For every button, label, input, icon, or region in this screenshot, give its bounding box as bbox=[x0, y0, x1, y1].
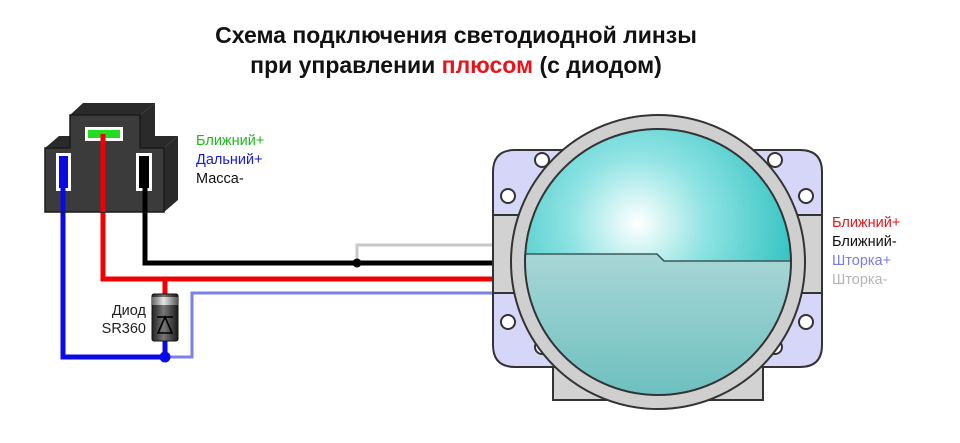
lens-label-low-beam-plus: Ближний+ bbox=[832, 215, 901, 231]
headlight-connector bbox=[44, 103, 178, 213]
diode-label-line2: SR360 bbox=[101, 321, 146, 337]
led-lens-module bbox=[492, 114, 823, 410]
connector-label-ground: Масса- bbox=[196, 171, 244, 187]
title-highlight: плюсом bbox=[441, 52, 534, 78]
lightblue-wire bbox=[165, 291, 495, 359]
cutoff-line-shadow bbox=[525, 254, 791, 395]
diagram-title-line2: при управлении плюсом (с диодом) bbox=[0, 50, 912, 80]
diode-label-line1: Диод bbox=[111, 303, 146, 319]
lens-label-shutter-minus: Шторка- bbox=[832, 272, 888, 288]
title-suffix: (с диодом) bbox=[533, 52, 662, 78]
junction-dot-blue bbox=[159, 351, 171, 363]
diode-label: Диод SR360 bbox=[86, 302, 146, 338]
diode-symbol-icon bbox=[156, 315, 174, 334]
lens-glass bbox=[524, 128, 792, 396]
title-prefix: при управлении bbox=[250, 52, 442, 78]
black-wire bbox=[142, 185, 495, 266]
lens-label-shutter-plus: Шторка+ bbox=[832, 253, 892, 269]
junction-dot-black bbox=[352, 258, 362, 268]
connector-label-low-beam-plus: Ближний+ bbox=[196, 133, 265, 149]
blue-wire bbox=[60, 185, 168, 360]
gray-wire bbox=[355, 243, 495, 263]
lens-label-low-beam-minus: Ближний- bbox=[832, 234, 897, 250]
connector-label-high-beam-plus: Дальний+ bbox=[196, 152, 263, 168]
diagram-title-line1: Схема подключения светодиодной линзы bbox=[215, 22, 697, 48]
diode-sr360 bbox=[151, 293, 179, 342]
